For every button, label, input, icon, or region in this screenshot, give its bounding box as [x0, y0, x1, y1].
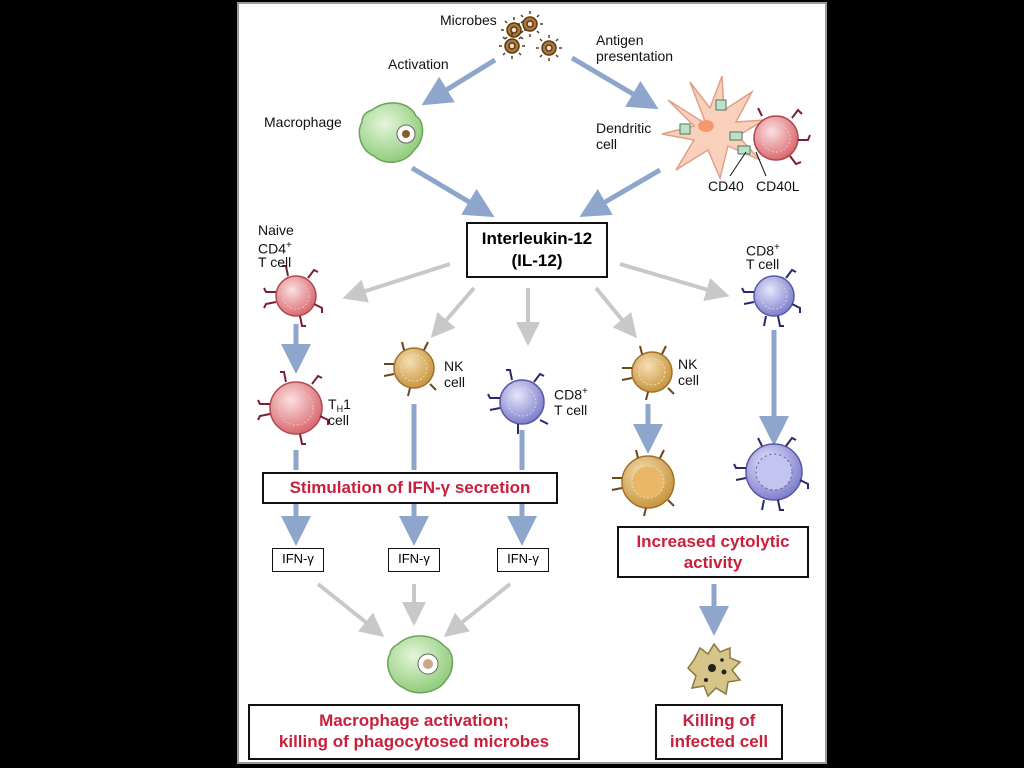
- cd8-top-label-line2: T cell: [746, 256, 780, 272]
- arrow-microbes-to-macrophage: [421, 57, 497, 106]
- cd40-pointer: [729, 151, 747, 177]
- nk-cell-activated-icon: [611, 449, 675, 517]
- dendritic-label-line2: cell: [596, 136, 618, 152]
- cd8-mid-label-line2: T cell: [554, 402, 588, 418]
- killing-line1: Killing of: [682, 711, 756, 730]
- arrow-il12-to-nk-right: [594, 286, 638, 339]
- killing-line2: infected cell: [669, 732, 769, 751]
- th1-label-line1: TH1: [328, 396, 351, 414]
- macrophage-activation-line2: killing of phagocytosed microbes: [278, 732, 550, 751]
- naive-label-line1: Naive: [258, 222, 294, 238]
- macrophage-cell-icon: [358, 102, 424, 163]
- stimulation-box: Stimulation of IFN-γ secretion: [262, 472, 558, 504]
- naive-label-line2: CD4+: [258, 240, 292, 257]
- cytolytic-line2: activity: [683, 553, 743, 572]
- cd4-t-cell-top-icon: [753, 107, 811, 166]
- microbes-label: Microbes: [440, 12, 497, 28]
- infected-cell-killed-icon: [687, 642, 742, 698]
- nk-left-label-line2: cell: [444, 374, 466, 390]
- nk-right-label-line1: NK: [678, 356, 698, 372]
- cd40l-pointer: [755, 151, 767, 177]
- ifn-gamma-box-1: IFN-γ: [272, 548, 324, 572]
- ifn-gamma-box-3: IFN-γ: [497, 548, 549, 572]
- arrow-macrophage-to-il12: [410, 165, 495, 218]
- cd40l-label: CD40L: [756, 178, 800, 194]
- il12-box: Interleukin-12 (IL-12): [466, 222, 608, 278]
- arrow-ifn1-to-macrophage: [316, 582, 385, 637]
- macrophage-activation-box: Macrophage activation; killing of phagoc…: [248, 704, 580, 760]
- nk-left-label-line1: NK: [444, 358, 464, 374]
- arrow-il12-to-cd8-top: [619, 262, 730, 301]
- nk-cell-left-icon: [383, 341, 437, 397]
- cd8-mid-label-line1: CD8+: [554, 386, 588, 403]
- cd8-top-label-line1: CD8+: [746, 242, 780, 259]
- cd40-label: CD40: [708, 178, 744, 194]
- naive-label-line3: T cell: [258, 254, 292, 270]
- il12-line1: Interleukin-12: [481, 229, 593, 248]
- killing-infected-cell-box: Killing of infected cell: [655, 704, 783, 760]
- antigen-label-line1: Antigen: [596, 32, 644, 48]
- th1-label-line2: cell: [328, 412, 350, 428]
- arrow-microbes-to-dendritic: [570, 55, 659, 110]
- il12-line2: (IL-12): [511, 251, 563, 270]
- naive-cd4-t-cell-icon: [263, 265, 323, 327]
- dendritic-cell-icon: [661, 75, 765, 181]
- arrow-dendritic-to-il12: [579, 167, 662, 218]
- activation-label: Activation: [388, 56, 449, 72]
- cd8-t-cell-mid-icon: [487, 369, 549, 434]
- cytolytic-activity-box: Increased cytolytic activity: [617, 526, 809, 578]
- cd8-t-cell-activated-icon: [733, 436, 809, 511]
- ifn-gamma-box-2: IFN-γ: [388, 548, 440, 572]
- microbes-icon: [499, 11, 562, 61]
- macrophage-label: Macrophage: [264, 114, 342, 130]
- cd8-t-cell-top-icon: [741, 268, 801, 327]
- arrow-ifn3-to-macrophage: [443, 582, 512, 637]
- arrow-il12-to-nk-left: [430, 286, 476, 339]
- arrow-il12-to-naive-cd4: [342, 262, 451, 303]
- activated-macrophage-icon: [386, 635, 454, 694]
- th1-cell-icon: [257, 371, 329, 445]
- nk-cell-right-icon: [621, 345, 675, 401]
- macrophage-activation-line1: Macrophage activation;: [319, 711, 509, 730]
- nk-right-label-line2: cell: [678, 372, 700, 388]
- antigen-label-line2: presentation: [596, 48, 674, 64]
- dendritic-label-line1: Dendritic: [596, 120, 652, 136]
- cytolytic-line1: Increased cytolytic: [636, 532, 790, 551]
